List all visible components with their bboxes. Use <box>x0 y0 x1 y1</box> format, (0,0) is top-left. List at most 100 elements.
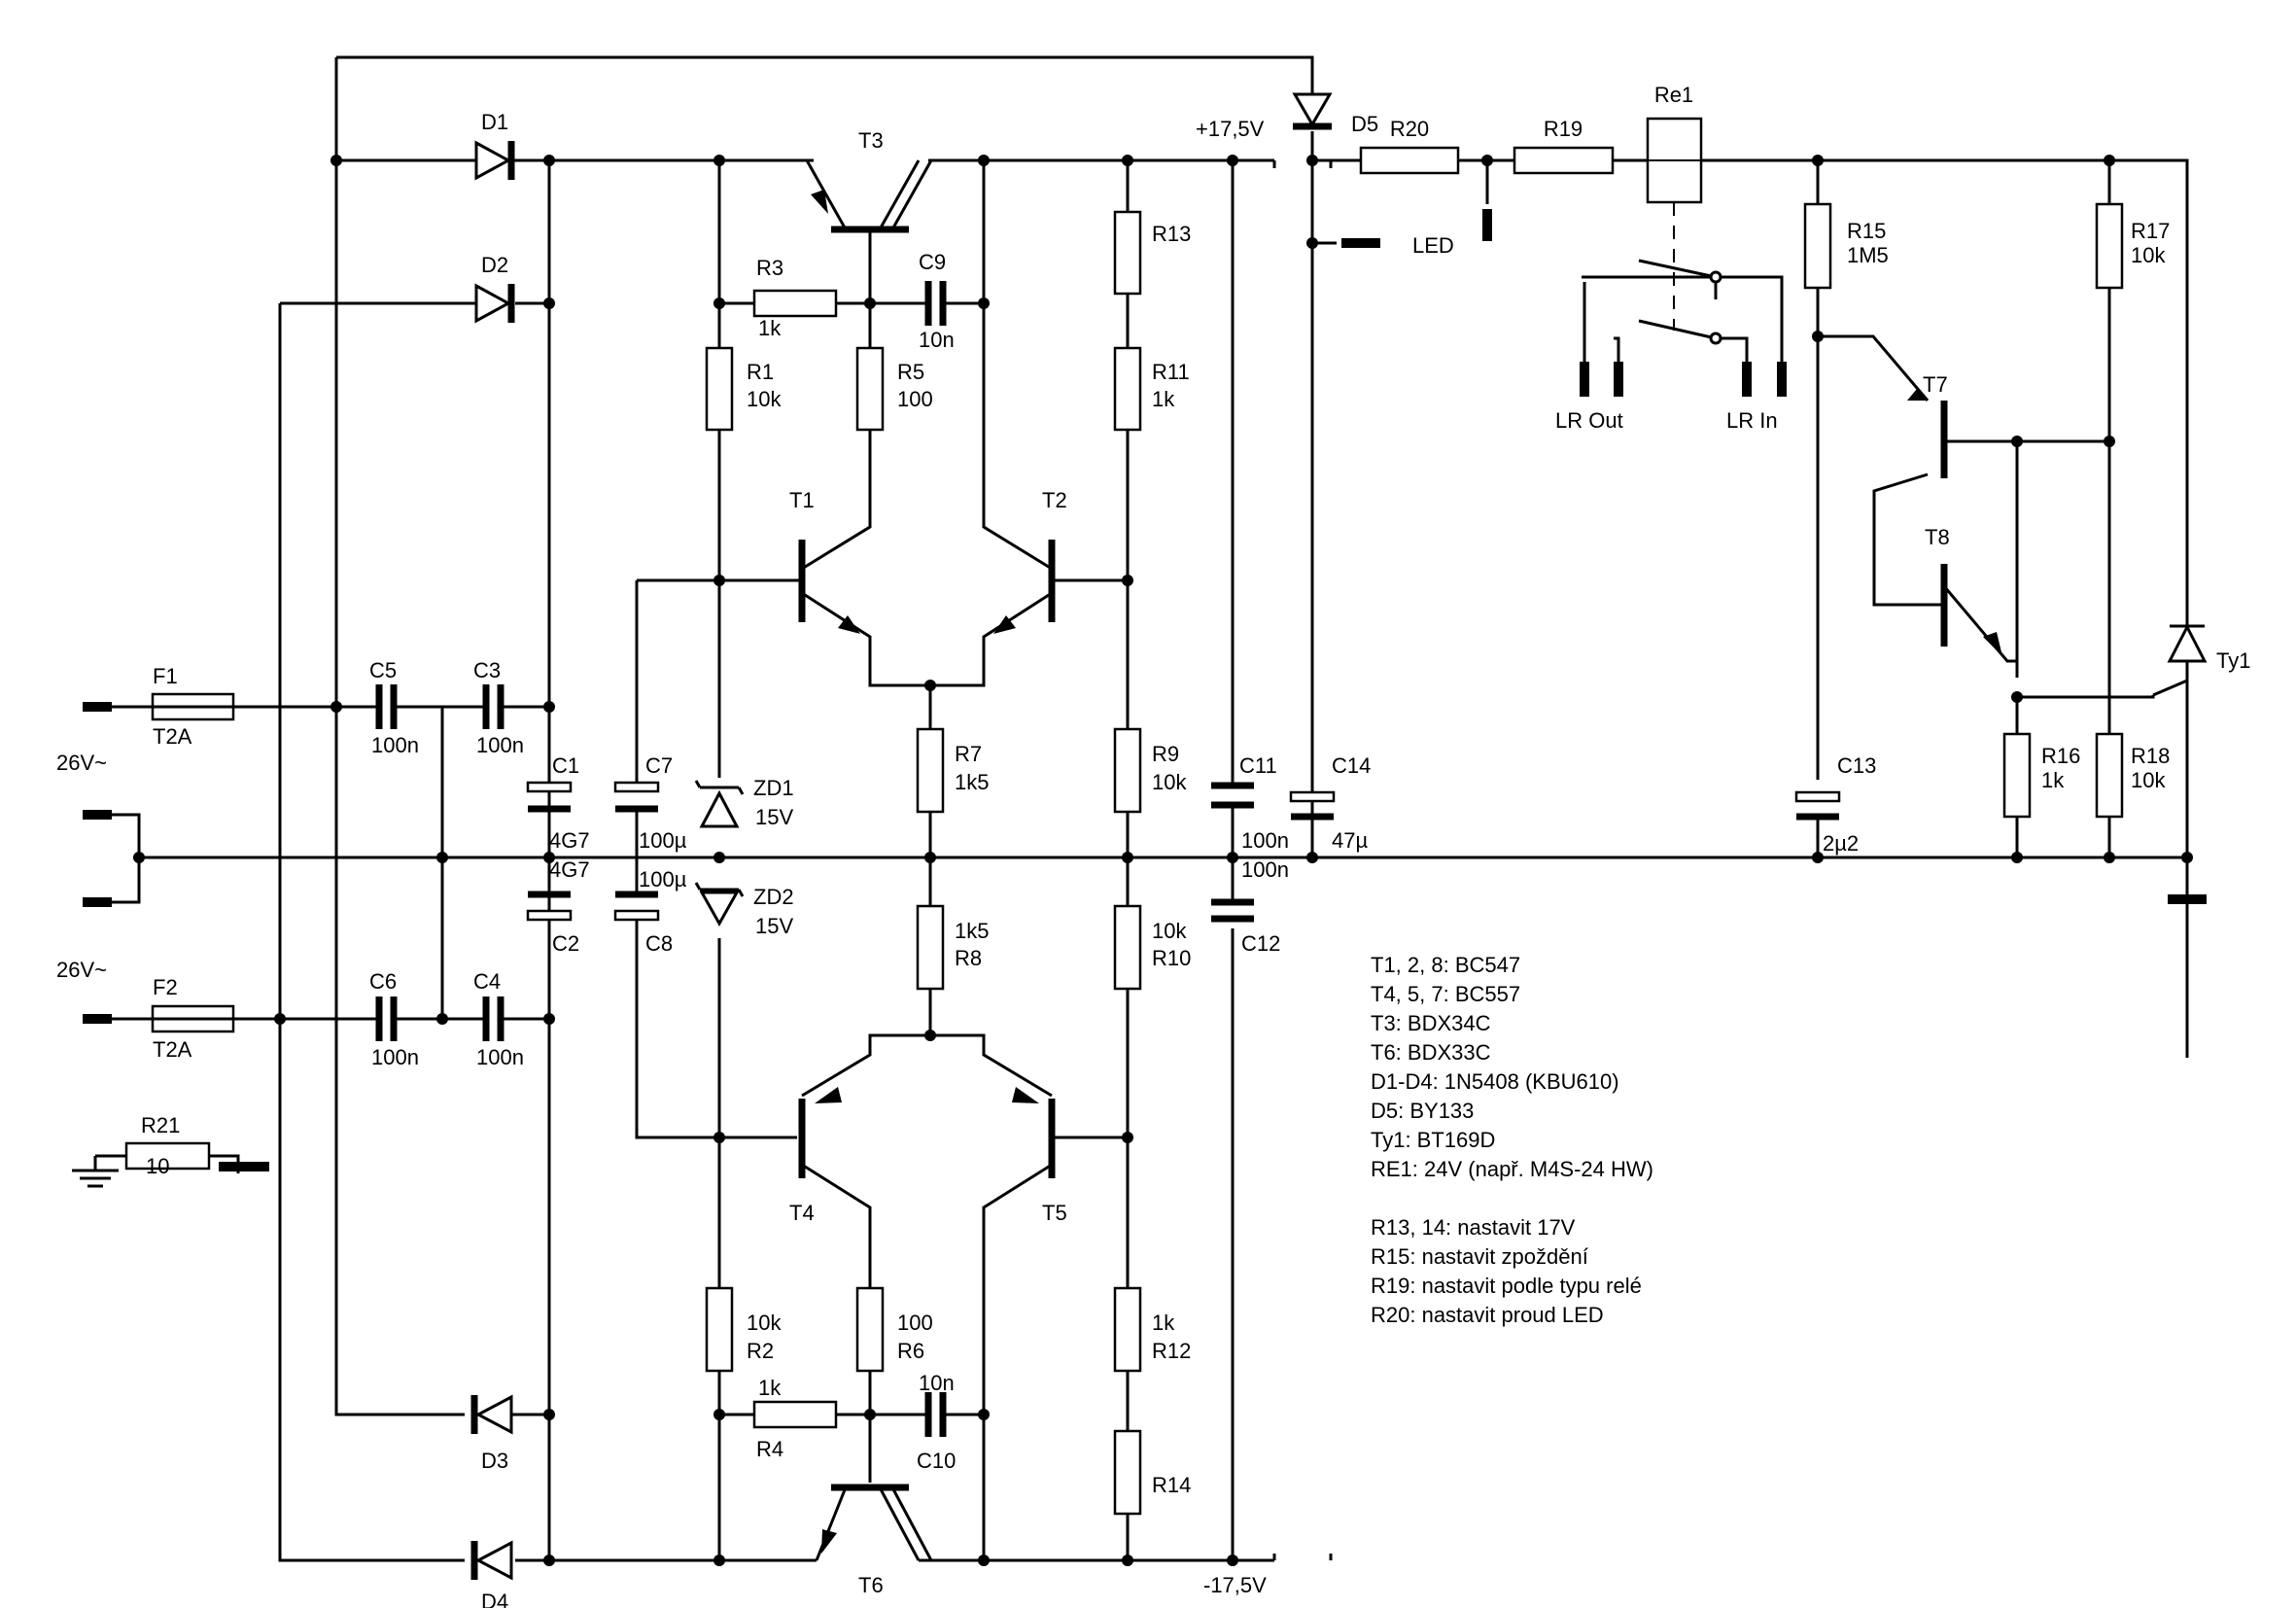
label-r20: R20 <box>1390 117 1429 141</box>
resistor-r13 <box>1113 210 1142 296</box>
label-t2: T2 <box>1042 488 1067 512</box>
label-c8: C8 <box>645 931 673 956</box>
earth-ground-icon <box>72 1156 119 1188</box>
label-r4: R4 <box>756 1437 783 1461</box>
note-line: D5: BY133 <box>1371 1099 1474 1123</box>
label-t5: T5 <box>1042 1201 1067 1225</box>
value-c14: 47µ <box>1332 828 1368 853</box>
note-line: T3: BDX34C <box>1371 1011 1491 1035</box>
value-c12: 100n <box>1241 857 1289 882</box>
label-ac1: 26V~ <box>56 751 107 775</box>
capacitor-c8-plus <box>613 909 660 922</box>
label-d5: D5 <box>1351 112 1378 136</box>
resistor-r20 <box>1359 146 1460 175</box>
capacitor-c9 <box>924 281 947 326</box>
label-c9: C9 <box>919 250 946 274</box>
label-lr-in: LR In <box>1726 408 1778 433</box>
label-r7: R7 <box>955 742 982 766</box>
capacitor-c14-plus <box>1289 790 1336 803</box>
label-c3: C3 <box>473 658 501 682</box>
capacitors <box>365 281 1841 1437</box>
diode-d3 <box>474 1394 513 1435</box>
label-vneg: -17,5V <box>1203 1573 1267 1597</box>
label-r18: R18 <box>2131 744 2170 768</box>
label-r15: R15 <box>1847 219 1886 243</box>
value-c2: 4G7 <box>549 857 590 882</box>
note-line: Ty1: BT169D <box>1371 1128 1495 1152</box>
resistor-r14 <box>1113 1429 1142 1516</box>
label-r21: R21 <box>141 1113 180 1137</box>
label-t3: T3 <box>858 128 884 153</box>
label-r11: R11 <box>1152 360 1190 384</box>
note-line: T6: BDX33C <box>1371 1040 1491 1065</box>
label-r6: R6 <box>897 1339 924 1363</box>
value-r3: 1k <box>758 316 782 340</box>
value-c8: 100µ <box>639 867 687 891</box>
label-re1: Re1 <box>1654 83 1693 107</box>
value-r17: 10k <box>2131 243 2166 267</box>
label-c5: C5 <box>369 658 397 682</box>
note-line: RE1: 24V (např. M4S-24 HW) <box>1371 1157 1653 1181</box>
resistor-r16 <box>2002 732 2032 819</box>
label-r10: R10 <box>1152 946 1191 970</box>
label-c6: C6 <box>369 969 397 994</box>
relay-re1 <box>1638 117 1722 345</box>
capacitor-c7-plus <box>613 781 660 793</box>
zener-zd1 <box>699 789 740 828</box>
capacitor-c4 <box>482 996 504 1041</box>
label-r17: R17 <box>2131 219 2170 243</box>
value-c13: 2µ2 <box>1823 831 1859 856</box>
value-r18: 10k <box>2131 768 2166 792</box>
value-f1: T2A <box>153 724 192 749</box>
capacitor-c6 <box>375 996 398 1041</box>
resistor-r7 <box>916 727 945 814</box>
diode-d4 <box>474 1540 513 1581</box>
value-c6: 100n <box>371 1045 419 1069</box>
resistor-r3 <box>752 289 838 318</box>
label-d1: D1 <box>481 110 508 134</box>
resistor-r15 <box>1803 202 1832 290</box>
note-line: T4, 5, 7: BC557 <box>1371 982 1520 1006</box>
label-r2: R2 <box>747 1339 774 1363</box>
label-c12: C12 <box>1241 931 1280 956</box>
value-r1: 10k <box>747 387 782 411</box>
value-r16: 1k <box>2041 768 2065 792</box>
label-r19: R19 <box>1544 117 1583 141</box>
label-c14: C14 <box>1332 753 1371 778</box>
label-f1: F1 <box>153 664 178 688</box>
label-r12: R12 <box>1152 1339 1191 1363</box>
resistor-r4 <box>752 1400 838 1429</box>
note-line: T1, 2, 8: BC547 <box>1371 953 1520 977</box>
label-c1: C1 <box>552 753 579 778</box>
value-r7: 1k5 <box>955 770 989 794</box>
value-c3: 100n <box>476 733 524 757</box>
label-led: LED <box>1412 233 1454 258</box>
resistor-r21 <box>124 1141 211 1171</box>
note-line: R13, 14: nastavit 17V <box>1371 1215 1576 1240</box>
resistor-r11 <box>1113 346 1142 432</box>
value-zd2: 15V <box>755 914 793 938</box>
resistor-r18 <box>2095 732 2124 819</box>
label-vpos: +17,5V <box>1196 117 1265 141</box>
resistor-r5 <box>855 346 885 432</box>
value-f2: T2A <box>153 1037 192 1062</box>
label-ac2: 26V~ <box>56 958 107 982</box>
label-d3: D3 <box>481 1449 508 1473</box>
capacitor-c2-plus <box>526 909 573 922</box>
value-c9: 10n <box>919 328 955 352</box>
value-r9: 10k <box>1152 770 1187 794</box>
label-t6: T6 <box>858 1573 884 1597</box>
label-r8: R8 <box>955 946 982 970</box>
diode-d1 <box>474 140 512 181</box>
resistor-r8 <box>916 904 945 991</box>
label-lr-out: LR Out <box>1555 408 1623 433</box>
component-notes: T1, 2, 8: BC547 T4, 5, 7: BC557 T3: BDX3… <box>1371 953 1653 1327</box>
value-c11: 100n <box>1241 828 1289 853</box>
capacitor-c13-plus <box>1794 790 1841 803</box>
label-c10: C10 <box>917 1449 956 1473</box>
label-c13: C13 <box>1837 753 1876 778</box>
resistor-r1 <box>705 346 734 432</box>
note-line: D1-D4: 1N5408 (KBU610) <box>1371 1069 1619 1094</box>
capacitor-c12 <box>1211 898 1254 923</box>
